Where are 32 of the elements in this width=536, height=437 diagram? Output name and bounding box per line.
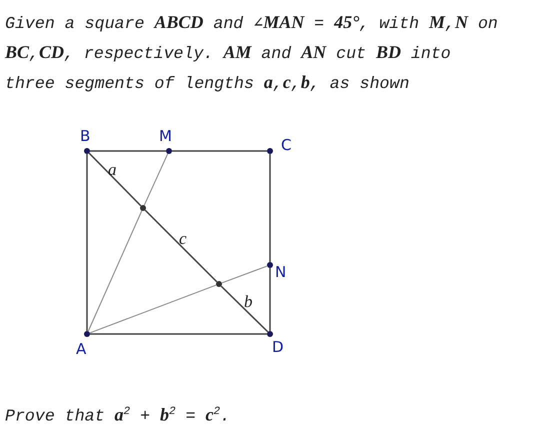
point-dot: [267, 331, 273, 337]
point-label: M: [159, 129, 172, 144]
point-dot: [166, 148, 172, 154]
point-dot: [267, 262, 273, 268]
line-segment: [144, 153, 168, 206]
point-dot: [216, 281, 222, 287]
edge-label: b: [244, 293, 252, 310]
edge-label: a: [108, 161, 116, 178]
point-label: N: [275, 265, 286, 280]
line-segment: [88, 210, 142, 332]
problem-text: Given a square ABCD and ∠MAN = 45°, with M,N on BC,CD, respectively. AM and AN cut BD into three segments of lengths a,c,b, as shown: [5, 11, 499, 95]
point-label: A: [76, 342, 86, 357]
point-dot: [140, 205, 146, 211]
point-dot: [84, 331, 90, 337]
line-segment: [86, 154, 88, 331]
line-segment: [89, 284, 217, 334]
point-dot: [267, 148, 273, 154]
line-segment: [90, 150, 166, 152]
problem-text: Prove that a$^{2}$ + b$^{2}$ = c$^{2}$.: [5, 404, 232, 428]
line-segment: [144, 210, 218, 282]
point-dot: [84, 148, 90, 154]
point-label: D: [272, 340, 284, 355]
line-segment: [172, 150, 267, 152]
point-label: B: [80, 129, 90, 144]
line-segment: [221, 266, 268, 284]
point-label: C: [281, 138, 292, 153]
line-segment: [220, 286, 268, 332]
line-segment: [269, 268, 271, 331]
line-segment: [269, 154, 271, 262]
edge-label: c: [179, 230, 187, 247]
line-segment: [88, 152, 142, 206]
line-segment: [90, 333, 267, 335]
